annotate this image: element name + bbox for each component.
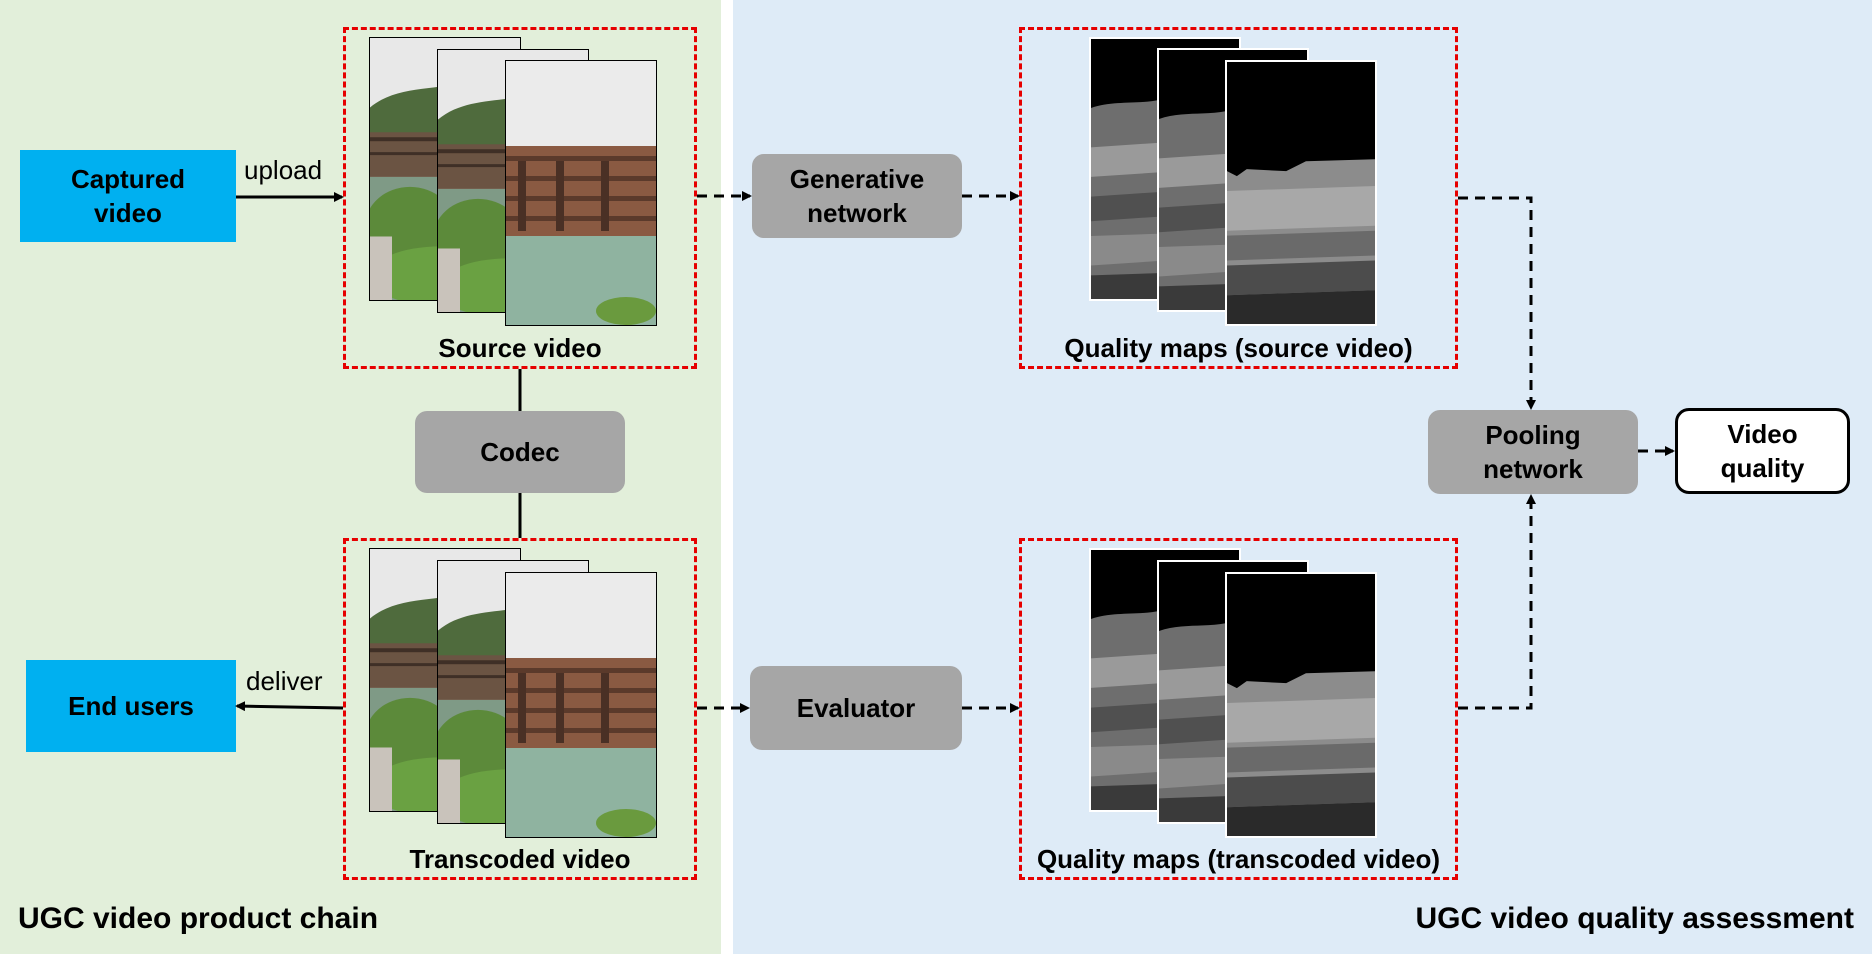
video-quality-node: Video quality bbox=[1675, 408, 1850, 494]
transcoded-frame-3 bbox=[505, 572, 657, 838]
captured-video-node: Captured video bbox=[20, 150, 236, 242]
source-video-group: Source video bbox=[343, 27, 697, 369]
quality-assessment-title: UGC video quality assessment bbox=[1415, 902, 1855, 935]
quality-maps-transcoded-group: Quality maps (transcoded video) bbox=[1019, 538, 1458, 880]
quality-maps-transcoded-label: Quality maps (transcoded video) bbox=[1036, 844, 1441, 874]
transcoded-video-group: Transcoded video bbox=[343, 538, 697, 880]
upload-label: upload bbox=[244, 155, 323, 185]
source-frame-3 bbox=[505, 60, 657, 326]
deliver-label: deliver bbox=[246, 666, 323, 696]
transcoded-video-label: Transcoded video bbox=[409, 844, 631, 874]
generative-network-node: Generative network bbox=[752, 154, 962, 238]
pooling-network-node: Pooling network bbox=[1428, 410, 1638, 494]
source-video-label: Source video bbox=[438, 333, 602, 363]
codec-node: Codec bbox=[415, 411, 625, 493]
end-users-node: End users bbox=[26, 660, 236, 752]
quality-maps-source-group: Quality maps (source video) bbox=[1019, 27, 1458, 369]
quality-map-source-3 bbox=[1225, 60, 1377, 326]
quality-maps-source-label: Quality maps (source video) bbox=[1064, 333, 1413, 363]
product-chain-title: UGC video product chain bbox=[18, 902, 379, 935]
evaluator-node: Evaluator bbox=[750, 666, 962, 750]
quality-map-transcoded-3 bbox=[1225, 572, 1377, 838]
